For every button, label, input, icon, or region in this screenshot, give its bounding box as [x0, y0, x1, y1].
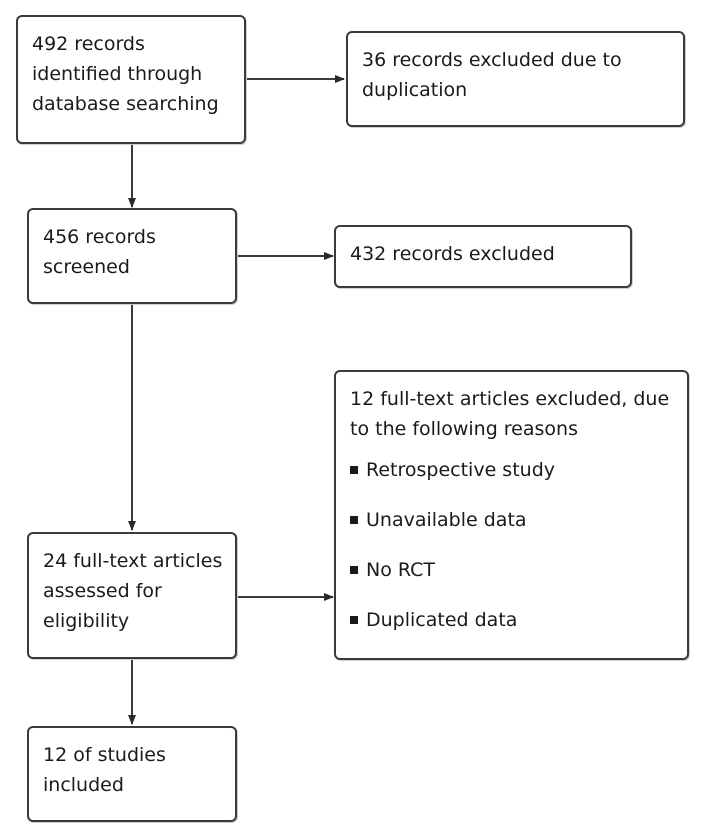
reason-item: Unavailable data — [350, 508, 677, 532]
reason-item: No RCT — [350, 558, 677, 582]
screen-excluded-box: 432 records excluded — [334, 225, 632, 288]
reason-label: Retrospective study — [366, 459, 555, 481]
reason-label: Unavailable data — [366, 509, 527, 531]
reason-label: No RCT — [366, 559, 436, 581]
screened-box: 456 records screened — [27, 208, 237, 304]
screen-excluded-text: 432 records excluded — [350, 243, 555, 265]
reason-item: Retrospective study — [350, 458, 677, 482]
fulltext-assessed-text: 24 full-text articles assessed for eligi… — [43, 550, 223, 632]
bullet-icon — [350, 516, 358, 524]
fulltext-excluded-heading: 12 full-text articles excluded, due to t… — [350, 388, 670, 440]
identified-box: 492 records identified through database … — [16, 15, 246, 144]
reason-label: Duplicated data — [366, 609, 518, 631]
bullet-icon — [350, 566, 358, 574]
included-box: 12 of studies included — [27, 726, 237, 822]
included-text: 12 of studies included — [43, 744, 166, 796]
fulltext-excluded-box: 12 full-text articles excluded, due to t… — [334, 370, 689, 660]
exclusion-reasons-list: Retrospective study Unavailable data No … — [350, 458, 677, 658]
screened-text: 456 records screened — [43, 226, 156, 278]
bullet-icon — [350, 466, 358, 474]
duplicates-excluded-box: 36 records excluded due to duplication — [346, 31, 685, 127]
duplicates-excluded-text: 36 records excluded due to duplication — [362, 49, 622, 101]
reason-item: Duplicated data — [350, 608, 677, 632]
bullet-icon — [350, 616, 358, 624]
identified-text: 492 records identified through database … — [32, 33, 219, 115]
fulltext-assessed-box: 24 full-text articles assessed for eligi… — [27, 532, 237, 659]
